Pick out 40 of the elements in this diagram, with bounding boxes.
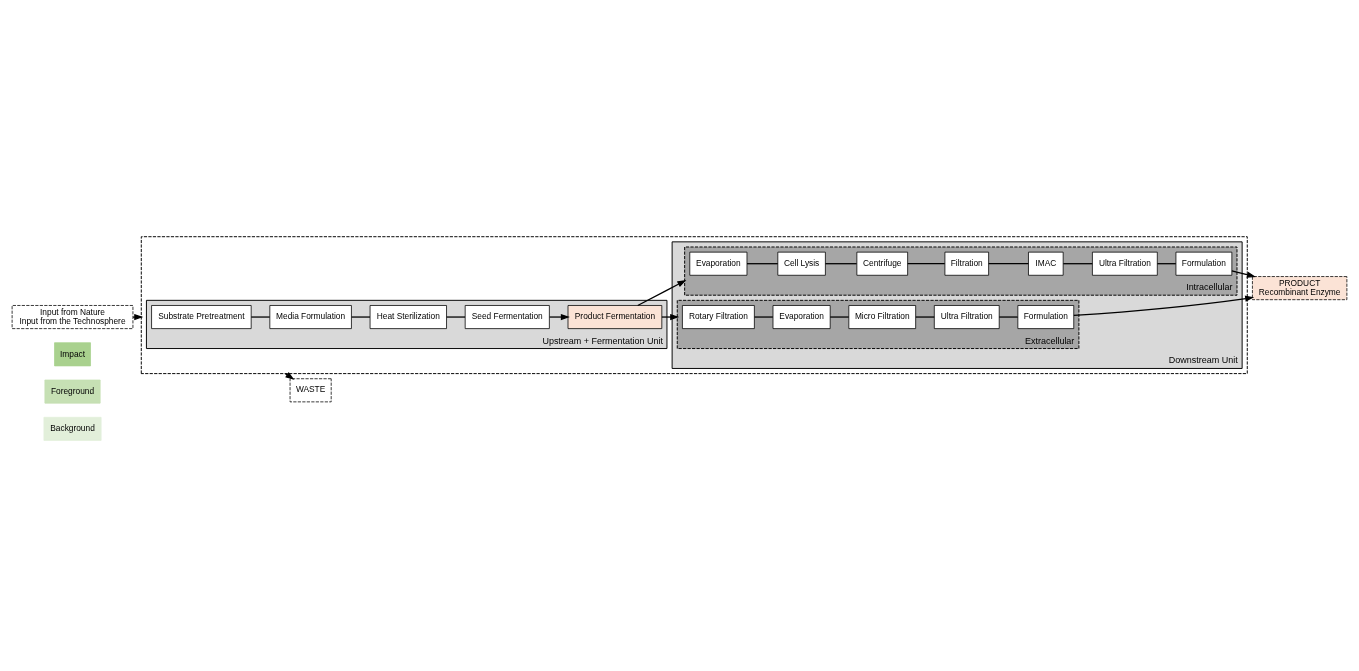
- node-box: Ultra Filtration: [933, 304, 1000, 329]
- node-box: Ultra Filtration: [1092, 251, 1158, 276]
- node-box: Centrifuge: [856, 251, 909, 276]
- node-box: Background: [43, 416, 102, 441]
- connector: [988, 262, 1030, 264]
- node-box: Heat Sterilization: [369, 304, 447, 329]
- connector: [824, 262, 858, 264]
- node-box: Formulation: [1175, 251, 1233, 276]
- connector: [753, 315, 774, 318]
- node-box: Seed Fermentation: [464, 304, 550, 329]
- node-box: Impact: [54, 341, 91, 366]
- node-box: Evaporation: [772, 304, 831, 329]
- connector: [907, 262, 946, 264]
- node-box: PRODUCT Recombinant Enzyme: [1252, 275, 1348, 300]
- connector: [915, 315, 935, 318]
- node-box: Foreground: [44, 379, 101, 404]
- node-box: Micro Filtration: [848, 304, 917, 329]
- node-box: Rotary Filtration: [682, 304, 755, 329]
- connector: [829, 315, 850, 318]
- arrow: [1231, 269, 1257, 278]
- connector: [250, 315, 271, 318]
- connector: [1156, 262, 1177, 264]
- arrow: [132, 313, 144, 320]
- node-box: Formulation: [1017, 304, 1075, 329]
- node-box: Evaporation: [689, 251, 748, 276]
- arrow: [637, 279, 687, 306]
- node-box: Filtration: [944, 251, 989, 276]
- connector: [350, 315, 371, 318]
- node-box: WASTE: [289, 377, 332, 402]
- node-box: Media Formulation: [269, 304, 352, 329]
- node-box: Product Fermentation: [567, 304, 663, 329]
- node-box: Substrate Pretreatment: [151, 304, 252, 329]
- connector: [746, 262, 779, 264]
- arrow: [1073, 295, 1255, 316]
- node-box: IMAC: [1028, 251, 1064, 276]
- node-box: Cell Lysis: [777, 251, 826, 276]
- connector: [1062, 262, 1093, 264]
- connector: [446, 315, 466, 318]
- arrow: [549, 313, 570, 320]
- connector: [998, 315, 1019, 318]
